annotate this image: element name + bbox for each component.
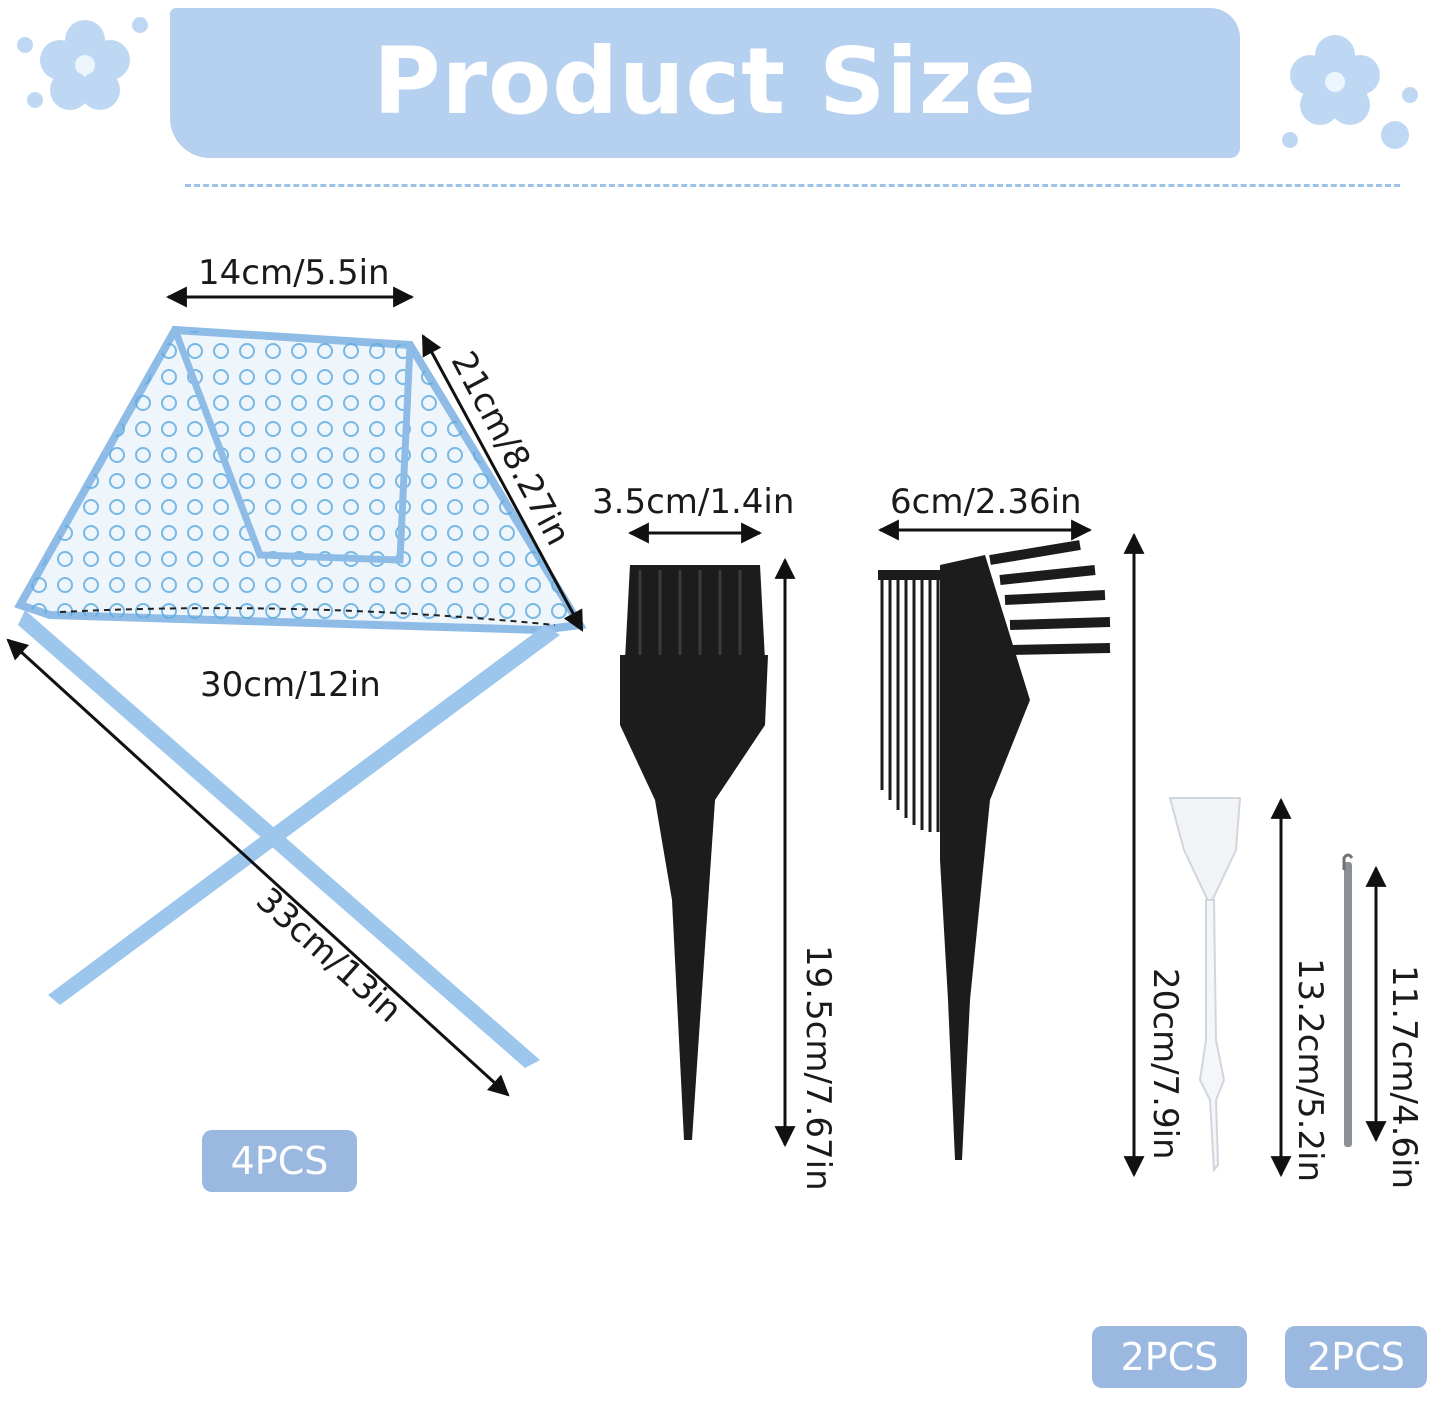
- brush-head-width-label: 3.5cm/1.4in: [592, 482, 795, 522]
- spatula-quantity-badge: 2PCS: [1092, 1326, 1247, 1388]
- highlight-hook-illustration: [1342, 853, 1354, 1147]
- page-title: Product Size: [373, 28, 1037, 135]
- brush-length-label: 19.5cm/7.67in: [798, 945, 838, 1191]
- comb-brush-illustration: [878, 540, 1111, 1160]
- comb-length-label: 20cm/7.9in: [1145, 968, 1185, 1160]
- hook-length-label: 11.7cm/4.6in: [1384, 965, 1424, 1190]
- title-banner: [170, 8, 1240, 158]
- cap-top-width-label: 14cm/5.5in: [198, 253, 390, 293]
- cap-base-width-label: 30cm/12in: [200, 665, 381, 705]
- spatula-illustration: [1168, 797, 1242, 1173]
- tint-brush-illustration: [620, 565, 768, 1140]
- hook-quantity-badge: 2PCS: [1285, 1326, 1427, 1388]
- dashed-divider: [185, 184, 1400, 187]
- cap-quantity-badge: 4PCS: [202, 1130, 357, 1192]
- spatula-length-label: 13.2cm/5.2in: [1290, 958, 1330, 1183]
- comb-head-width-label: 6cm/2.36in: [890, 482, 1082, 522]
- flower-icon-right: [1282, 35, 1418, 149]
- flower-icon-left: [17, 17, 148, 110]
